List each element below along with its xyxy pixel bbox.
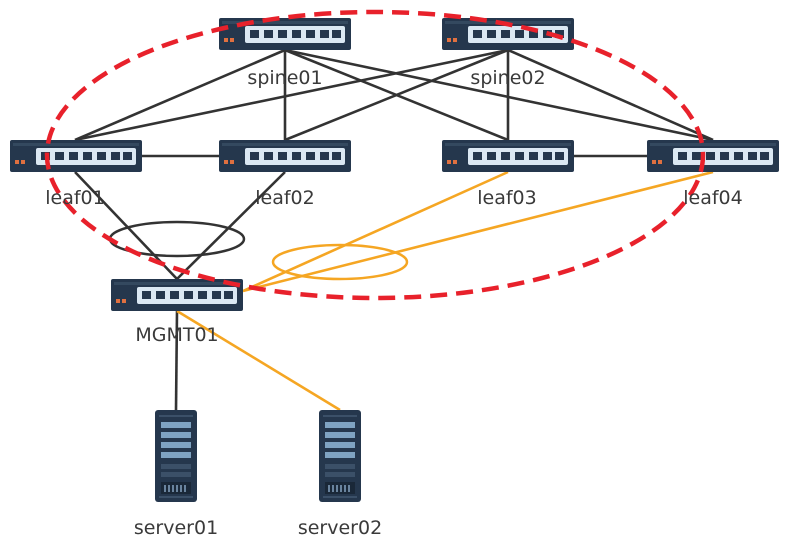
leaf04-network-switch-icon bbox=[647, 140, 779, 172]
mlag-ring-leaf03-leaf04 bbox=[271, 243, 409, 281]
label-leaf03: leaf03 bbox=[477, 187, 537, 209]
server02-rack-server-icon bbox=[319, 410, 361, 502]
server01-rack-server-icon bbox=[155, 410, 197, 502]
link-spine02-leaf01 bbox=[74, 48, 509, 142]
label-server02: server02 bbox=[297, 517, 383, 539]
label-spine02: spine02 bbox=[470, 67, 546, 89]
link-leaf02-mgmt01 bbox=[176, 171, 286, 280]
link-spine01-leaf01 bbox=[74, 48, 286, 142]
link-leaf03-mgmt01 bbox=[242, 170, 509, 293]
link-mgmt01-server01 bbox=[174, 310, 179, 411]
label-leaf01: leaf01 bbox=[45, 187, 105, 209]
link-leaf04-mgmt01 bbox=[242, 170, 714, 293]
fabric-boundary-ring bbox=[44, 9, 706, 301]
label-mgmt01: MGMT01 bbox=[135, 324, 219, 346]
leaf02-network-switch-icon bbox=[219, 140, 351, 172]
link-spine01-leaf04 bbox=[284, 48, 714, 142]
leaf01-network-switch-icon bbox=[10, 140, 142, 172]
label-spine01: spine01 bbox=[247, 67, 323, 89]
leaf03-network-switch-icon bbox=[442, 140, 574, 172]
link-mgmt01-server02 bbox=[176, 309, 341, 412]
label-server01: server01 bbox=[133, 517, 219, 539]
devices-layer bbox=[10, 18, 779, 502]
link-spine02-leaf04 bbox=[507, 48, 714, 142]
label-leaf02: leaf02 bbox=[255, 187, 315, 209]
link-spine02-leaf02 bbox=[284, 48, 509, 142]
links-layer bbox=[74, 48, 714, 412]
label-leaf04: leaf04 bbox=[683, 187, 743, 209]
